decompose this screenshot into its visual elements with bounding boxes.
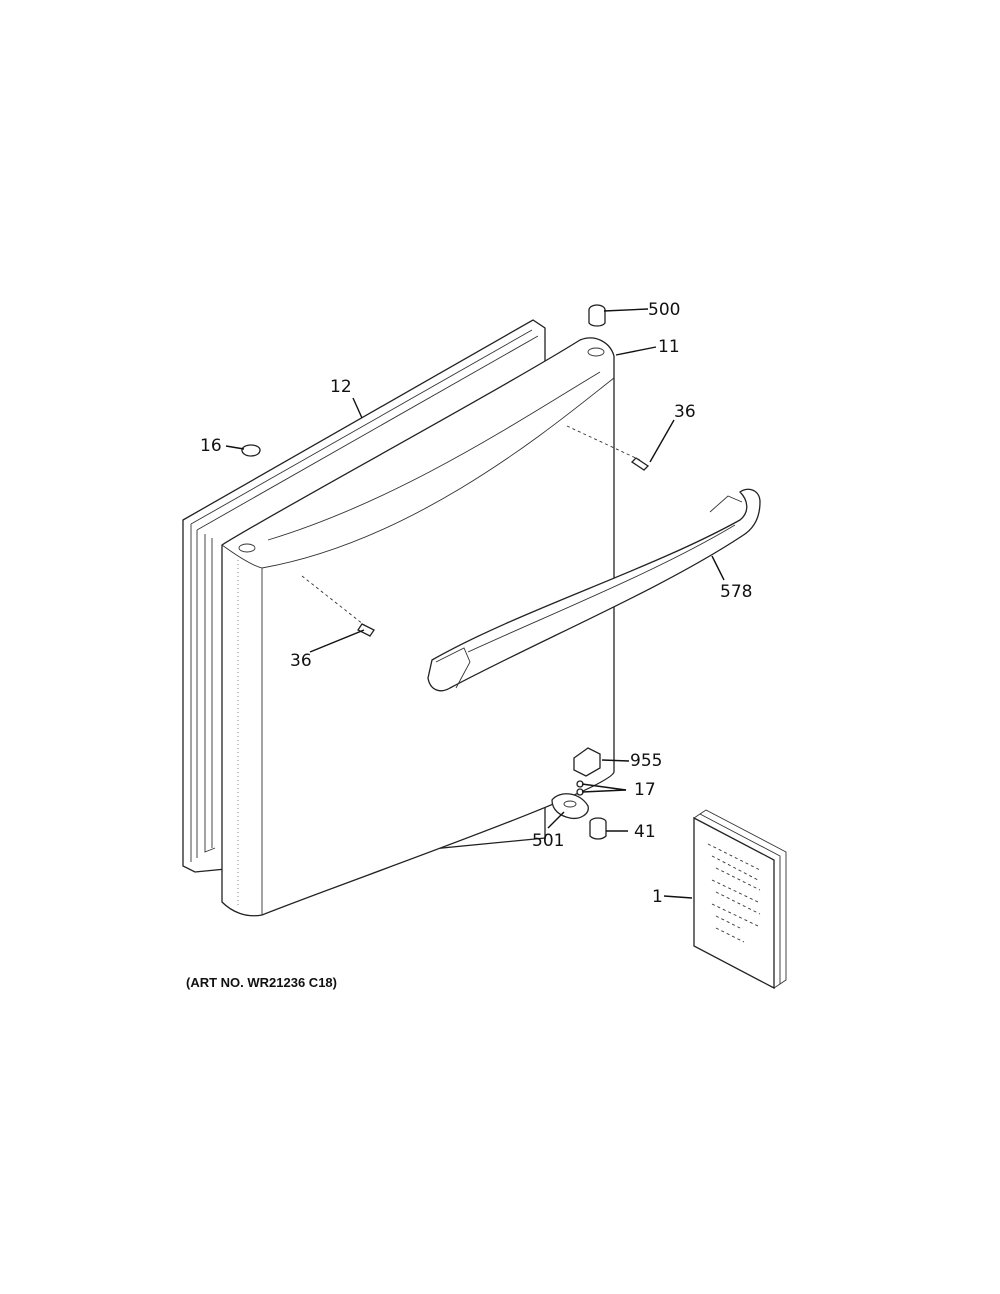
screw-icon	[576, 780, 584, 796]
callout-41: 41	[634, 822, 656, 842]
callout-11: 11	[658, 337, 680, 357]
callout-16: 16	[200, 436, 222, 456]
callout-36-right: 36	[674, 402, 696, 422]
callout-500: 500	[648, 300, 680, 320]
leader-lines	[225, 308, 725, 899]
bushing-icon	[589, 817, 607, 840]
plug-icon	[241, 444, 261, 457]
art-number: (ART NO. WR21236 C18)	[186, 975, 337, 990]
callout-578: 578	[720, 582, 752, 602]
callout-12: 12	[330, 377, 352, 397]
hinge-bracket-icon	[573, 747, 601, 777]
callout-501: 501	[532, 831, 564, 851]
callout-17: 17	[634, 780, 656, 800]
plug-icon	[588, 304, 606, 327]
hinge-icon	[551, 793, 589, 820]
screw-icon	[301, 575, 375, 637]
callout-1: 1	[652, 887, 663, 907]
manual-booklet-icon	[693, 809, 787, 990]
door-handle	[427, 488, 761, 692]
callout-36-left: 36	[290, 651, 312, 671]
callout-955: 955	[630, 751, 662, 771]
screw-icon	[566, 425, 650, 471]
door-panel	[221, 337, 615, 917]
